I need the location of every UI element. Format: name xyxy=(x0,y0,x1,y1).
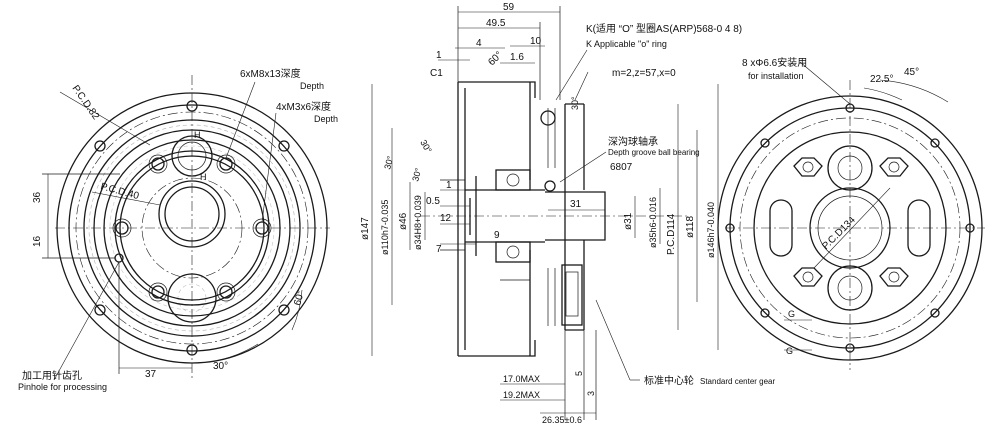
left-flange-holes xyxy=(94,100,290,356)
g-label-bottom: G xyxy=(786,346,793,356)
right-outer-flange xyxy=(717,95,983,361)
install-holes-cn: 8 xΦ6.6安装用 xyxy=(742,56,807,69)
dim-4: 4 xyxy=(476,38,482,49)
gear-spec: m=2,z=57,x=0 xyxy=(612,68,676,79)
dim-9: 9 xyxy=(494,230,500,241)
pcd134-label: P.C.D134 xyxy=(820,214,858,252)
dim-10: 10 xyxy=(530,36,542,47)
dim-d118: ø118 xyxy=(685,216,696,238)
dim-31-horizontal: 31 xyxy=(570,199,582,210)
dim-1-6: 1.6 xyxy=(510,52,524,63)
dim-19-2: 19.2MAX xyxy=(503,390,540,400)
chamfer-c1: C1 xyxy=(430,68,443,79)
section-view xyxy=(420,81,690,357)
dim-pcd114: P.C.D114 xyxy=(666,213,677,255)
dim-26-35: 26.35±0.6 xyxy=(542,415,582,425)
oring-en: K Applicable "o" ring xyxy=(586,39,667,49)
dim-7: 7 xyxy=(436,244,442,255)
dim-16: 16 xyxy=(32,235,43,247)
bearing-no: 6807 xyxy=(610,162,633,173)
h-label-side: H xyxy=(200,172,207,182)
dim-d46: ø46 xyxy=(398,212,409,230)
pcd82-label: P.C.D.82 xyxy=(70,83,102,122)
dim-30deg-left: 30° xyxy=(213,361,228,372)
m3-note: 4xM3x6深度 xyxy=(276,100,331,113)
dim-d147: ø147 xyxy=(360,217,371,240)
dim-45deg: 45° xyxy=(904,67,919,78)
dim-22-5deg: 22.5° xyxy=(870,74,893,85)
h-label-top: H xyxy=(194,130,201,140)
dim-17: 17.0MAX xyxy=(503,374,540,384)
bearing-en: Depth groove ball bearing xyxy=(608,148,700,157)
dim-1-mid: 1 xyxy=(446,180,452,191)
dim-d34: ø34H8+0.039 xyxy=(413,195,423,250)
right-hex-nuts xyxy=(793,157,909,287)
dim-d35: ø35h6-0.016 xyxy=(648,197,658,248)
m8-note-en: Depth xyxy=(300,81,324,91)
dim-12: 12 xyxy=(440,213,452,224)
dim-36: 36 xyxy=(32,191,43,203)
dim-d31: ø31 xyxy=(623,212,634,230)
g-label-top: G xyxy=(788,309,795,319)
section-dimension-lines xyxy=(371,6,719,420)
left-center-bore xyxy=(158,180,226,248)
center-gear-cn: 标准中心轮 xyxy=(644,374,694,387)
dim-30deg-a: 30° xyxy=(570,96,580,110)
dim-1-top: 1 xyxy=(436,50,442,61)
dim-0-5: 0.5 xyxy=(426,196,440,207)
center-gear-en: Standard center gear xyxy=(700,377,775,386)
m3-note-en: Depth xyxy=(314,114,338,124)
right-view xyxy=(717,61,985,370)
dim-30deg-b: 30° xyxy=(418,138,434,155)
dim-d110: ø110h7-0.035 xyxy=(380,200,390,255)
left-outer-flange xyxy=(56,92,328,364)
dim-37: 37 xyxy=(145,369,157,380)
install-holes-en: for installation xyxy=(748,71,804,81)
m8-note: 6xM8x13深度 xyxy=(240,67,301,80)
left-bottom-hatched-bore xyxy=(167,273,217,323)
dim-d146: ø146h7-0.040 xyxy=(706,202,716,258)
installation-holes xyxy=(725,103,975,353)
dim-30deg-c: 30° xyxy=(382,154,395,170)
dim-3: 3 xyxy=(586,391,596,396)
oring-cn: K(适用 “O” 型圈AS(ARP)568-0 4 8) xyxy=(586,22,742,35)
dim-49-5: 49.5 xyxy=(486,18,506,29)
dim-60deg-section: 60° xyxy=(486,50,504,68)
dim-30deg-d: 30° xyxy=(410,166,423,182)
pinhole-en: Pinhole for processing xyxy=(18,382,107,392)
pinhole-cn: 加工用针齿孔 xyxy=(22,369,82,382)
dim-59: 59 xyxy=(503,2,515,13)
dim-60deg-left: 60° xyxy=(292,289,307,306)
processing-pinhole xyxy=(114,253,124,263)
left-view xyxy=(42,75,330,381)
dim-5: 5 xyxy=(574,371,584,376)
bearing-cn: 深沟球轴承 xyxy=(608,135,658,148)
